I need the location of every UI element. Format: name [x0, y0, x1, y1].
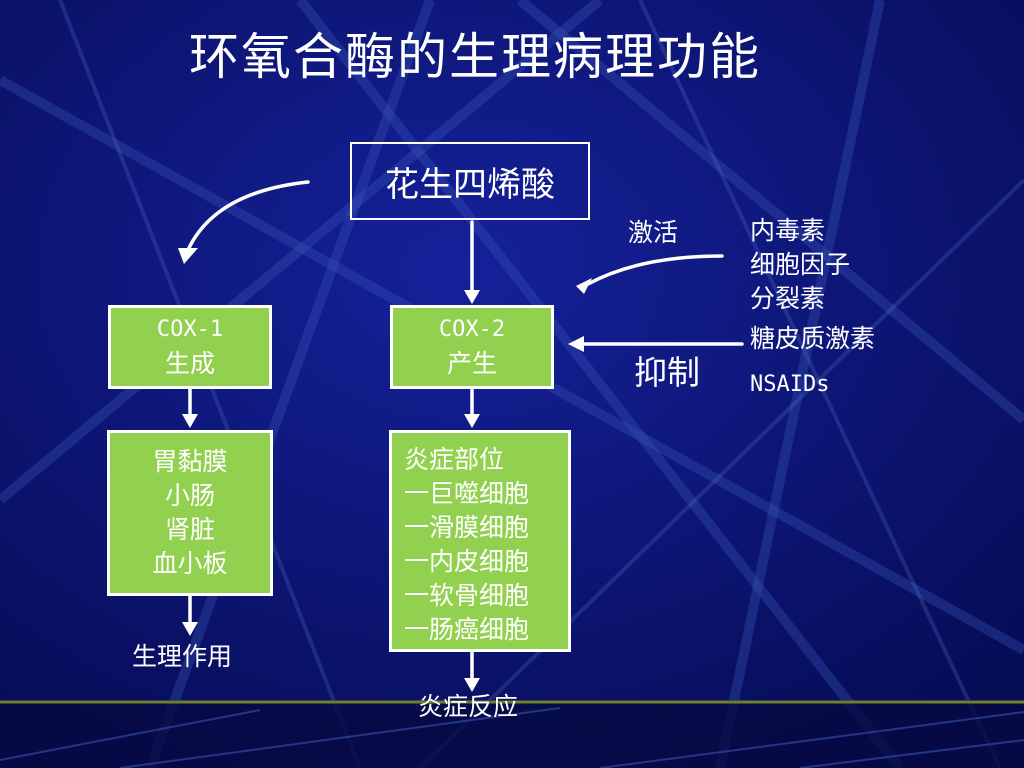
cox1-box: COX-1 生成 [108, 305, 272, 389]
cox2-target: 炎症部位 [404, 445, 505, 474]
cox2-target: 一软骨细胞 [404, 581, 530, 610]
cox2-box: COX-2 产生 [390, 305, 554, 389]
cox1-name: COX-1 [156, 317, 224, 342]
cox1-action: 生成 [164, 349, 215, 378]
cox1-target: 肾脏 [164, 515, 215, 544]
cox2-target: 一滑膜细胞 [404, 513, 530, 542]
arachidonic-acid-box: 花生四烯酸 [350, 142, 590, 220]
activate-label: 激活 [628, 218, 679, 247]
cox2-name: COX-2 [438, 317, 506, 342]
inhibitor-item: 糖皮质激素 [750, 324, 876, 353]
inhibitor-item: NSAIDs [750, 372, 830, 397]
cox1-target: 小肠 [164, 481, 215, 510]
inhibit-label: 抑制 [634, 353, 700, 392]
arrow-source-to-cox1 [186, 180, 310, 252]
cox1-targets-box: 胃黏膜 小肠 肾脏 血小板 [107, 430, 273, 596]
cox2-target: 一内皮细胞 [404, 547, 530, 576]
slide-title: 环氧合酶的生理病理功能 [189, 28, 761, 86]
activator-item: 细胞因子 [750, 250, 851, 279]
cox2-targets-box: 炎症部位 一巨噬细胞 一滑膜细胞 一内皮细胞 一软骨细胞 一肠癌细胞 [389, 430, 571, 652]
cox1-outcome: 生理作用 [132, 642, 233, 671]
arrow-activators-to-cox2 [586, 254, 724, 286]
cox2-outcome: 炎症反应 [418, 692, 519, 721]
cox1-target: 胃黏膜 [152, 447, 228, 476]
activators-list: 内毒素 细胞因子 分裂素 [750, 214, 850, 316]
cox1-target: 血小板 [152, 549, 228, 578]
activator-item: 分裂素 [750, 284, 826, 313]
activator-item: 内毒素 [750, 216, 826, 245]
cox2-target: 一巨噬细胞 [404, 479, 530, 508]
cox2-action: 产生 [446, 349, 497, 378]
cox2-target: 一肠癌细胞 [404, 615, 530, 644]
